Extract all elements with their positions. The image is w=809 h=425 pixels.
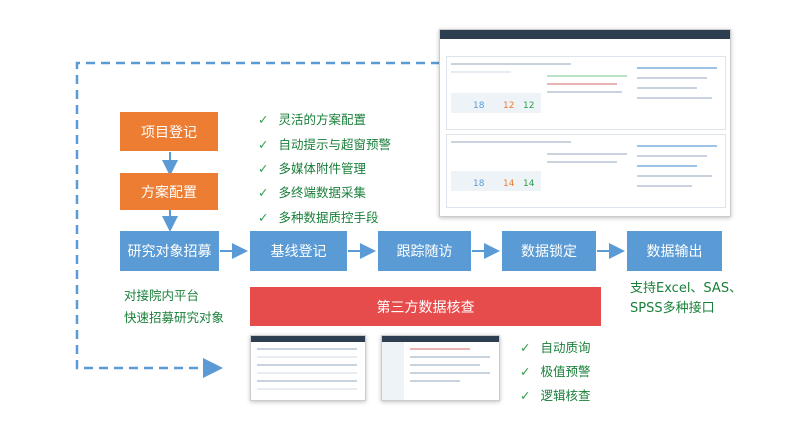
check-feature-text: 逻辑核查 [540,388,591,403]
screenshot-panel: 18 14 14 [446,134,726,208]
feature-text: 灵活的方案配置 [278,112,366,127]
feature-item: ✓ 多媒体附件管理 [258,158,366,177]
data-check-screenshot-form [381,335,500,401]
check-icon: ✓ [520,364,531,379]
data-check-screenshot-table [250,335,366,401]
feature-text: 多终端数据采集 [278,185,366,200]
feature-text: 多种数据质控手段 [278,210,379,225]
baseline-label: 基线登记 [270,244,327,260]
screenshot-panel: 18 12 12 [446,56,726,130]
platform-screenshot-main: 18 12 12 18 14 14 [439,29,731,217]
panel-number: 18 [473,179,485,189]
recruit-note-line: 对接院内平台 [124,288,200,303]
export-note: 支持Excel、SAS、 SPSS多种接口 [630,279,742,319]
third-party-check-label: 第三方数据核查 [376,299,475,316]
lock-label: 数据锁定 [521,244,577,260]
check-feature-item: ✓ 逻辑核查 [520,385,591,404]
panel-number: 12 [523,101,535,111]
check-feature-item: ✓ 自动质询 [520,337,591,356]
plan-config-box: 方案配置 [120,173,218,210]
recruit-label: 研究对象招募 [127,244,212,260]
plan-config-label: 方案配置 [141,184,197,201]
check-feature-text: 极值预警 [540,364,591,379]
recruit-note-line: 快速招募研究对象 [124,310,225,325]
export-note-line: 支持Excel、SAS、 [630,281,743,296]
check-feature-text: 自动质询 [540,340,591,355]
project-register-box: 项目登记 [120,112,218,151]
feature-text: 自动提示与超窗预警 [278,137,391,152]
screenshot-header-bar [440,30,730,39]
feature-item: ✓ 多终端数据采集 [258,182,366,201]
feature-item: ✓ 灵活的方案配置 [258,109,366,128]
check-icon: ✓ [520,340,531,355]
panel-number: 12 [503,101,515,111]
export-label: 数据输出 [646,244,703,260]
followup-label: 跟踪随访 [396,244,453,260]
export-box: 数据输出 [627,231,722,271]
third-party-check-box: 第三方数据核查 [250,287,601,326]
export-note-line: SPSS多种接口 [630,301,715,316]
followup-box: 跟踪随访 [378,231,471,271]
check-icon: ✓ [258,161,269,176]
check-icon: ✓ [258,137,269,152]
panel-number: 18 [473,101,485,111]
baseline-box: 基线登记 [250,231,347,271]
check-icon: ✓ [520,388,531,403]
project-register-label: 项目登记 [141,124,197,141]
dashed-loop-line [75,61,440,378]
check-icon: ✓ [258,112,269,127]
lock-box: 数据锁定 [502,231,596,271]
check-icon: ✓ [258,210,269,225]
panel-number: 14 [523,179,535,189]
recruit-box: 研究对象招募 [120,231,219,271]
feature-item: ✓ 自动提示与超窗预警 [258,134,391,153]
check-feature-item: ✓ 极值预警 [520,361,591,380]
check-icon: ✓ [258,185,269,200]
feature-item: ✓ 多种数据质控手段 [258,207,379,226]
panel-number: 14 [503,179,515,189]
feature-text: 多媒体附件管理 [278,161,366,176]
recruit-note: 对接院内平台 快速招募研究对象 [124,285,224,329]
